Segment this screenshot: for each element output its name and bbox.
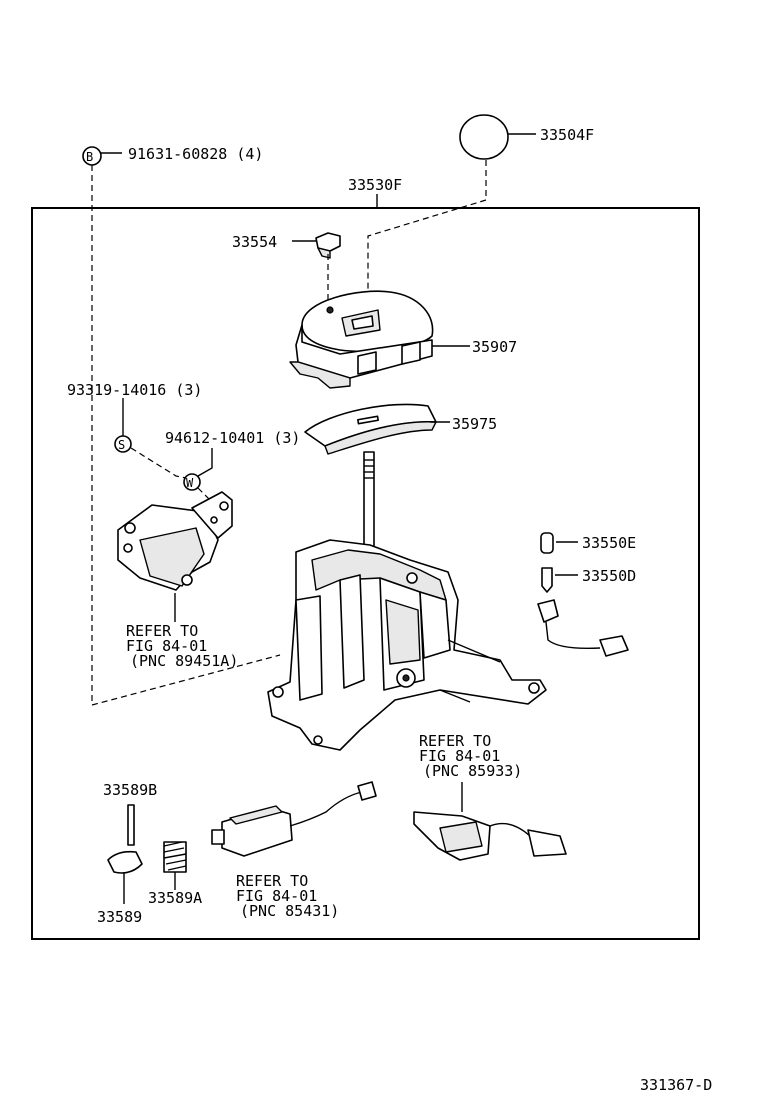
label-button: 33554 [232, 233, 277, 251]
diagram-id: 331367-D [640, 1076, 712, 1094]
indicator-plate[interactable] [304, 403, 437, 455]
label-bulb-d: 33550D [582, 567, 636, 585]
ref-switch-line2: FIG 84-01 [126, 637, 207, 655]
bolt-marker-letter: B [86, 150, 93, 164]
park-neutral-switch[interactable] [117, 491, 233, 591]
position-indicator-housing[interactable] [289, 290, 434, 389]
assembly-frame [31, 207, 700, 940]
lock-33589[interactable] [107, 850, 143, 874]
label-lock: 33589 [97, 908, 142, 926]
bulb-socket-wire[interactable] [537, 599, 629, 657]
bulb-33550e[interactable] [540, 532, 554, 554]
shift-lock-solenoid[interactable] [211, 781, 377, 857]
label-pin: 33589B [103, 781, 157, 799]
ref-solenoid-line3: (PNC 85431) [240, 902, 339, 920]
ref-solenoid-line2: FIG 84-01 [236, 887, 317, 905]
shift-sensor[interactable] [413, 782, 567, 861]
label-screw-s: 93319-14016 (3) [67, 381, 202, 399]
ref-switch-line3: (PNC 89451A) [130, 652, 238, 670]
label-housing: 35907 [472, 338, 517, 356]
label-bolt: 91631-60828 (4) [128, 145, 263, 163]
ref-sensor-line3: (PNC 85933) [423, 762, 522, 780]
screw-marker-s-letter: S [118, 438, 125, 452]
spring-33589a[interactable] [163, 841, 187, 873]
label-bulb-e: 33550E [582, 534, 636, 552]
release-button[interactable] [315, 232, 341, 259]
screw-marker-s: S [114, 435, 132, 453]
label-assembly: 33530F [348, 176, 402, 194]
label-screw-w: 94612-10401 (3) [165, 429, 300, 447]
pin-33589b[interactable] [127, 804, 135, 846]
ref-switch-line1: REFER TO [126, 622, 198, 640]
ref-solenoid-line1: REFER TO [236, 872, 308, 890]
shift-lever-body[interactable] [267, 539, 547, 751]
screw-marker-w-letter: W [186, 476, 194, 490]
screw-marker-w: W [183, 473, 201, 491]
ref-sensor-line2: FIG 84-01 [419, 747, 500, 765]
label-spring: 33589A [148, 889, 202, 907]
bolt-marker-b: B [82, 146, 102, 166]
bulb-33550d[interactable] [541, 567, 553, 593]
shift-knob[interactable] [459, 114, 509, 160]
ref-sensor-line1: REFER TO [419, 732, 491, 750]
label-indicator: 35975 [452, 415, 497, 433]
label-knob: 33504F [540, 126, 594, 144]
